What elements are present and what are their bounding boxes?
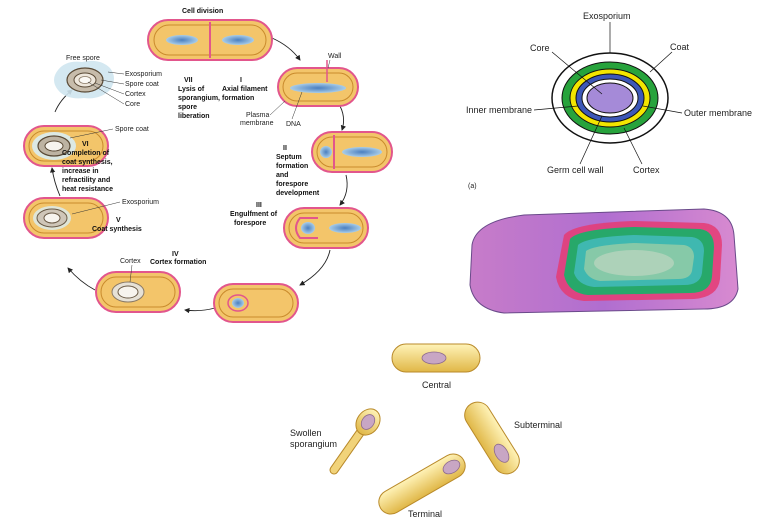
- sporulation-cycle-diagram: Cell division Wall I Axial filament form…: [23, 8, 393, 323]
- spore-coat-label: Spore coat: [125, 81, 159, 88]
- structure-core-label: Core: [530, 43, 550, 53]
- cycle-title: Cell division: [182, 8, 223, 15]
- stage-iii-iv-cell: [213, 283, 299, 323]
- structure-coat-label: Coat: [670, 42, 690, 52]
- stage-vii-label-c: spore: [178, 104, 197, 111]
- terminal-label: Terminal: [408, 509, 442, 519]
- stage-iii-number: III: [256, 202, 262, 209]
- free-spore-label: Free spore: [66, 55, 100, 62]
- structure-germ-cell-wall-label: Germ cell wall: [547, 165, 604, 175]
- stage-vii-number: VII: [184, 77, 193, 84]
- stage-vi-number: VI: [82, 141, 89, 148]
- stage-vi-label-e: heat resistance: [62, 186, 113, 193]
- stage-ii-label-a: Septum: [276, 154, 302, 161]
- stage-ii-label-c: and: [276, 172, 288, 179]
- stage-iii-label-b: forespore: [234, 220, 266, 227]
- spore-position-forms-diagram: Central Subterminal Swollen sporangium T…: [290, 343, 562, 519]
- stage-i-number: I: [240, 77, 242, 84]
- stage-iv-cell: [95, 271, 181, 313]
- structure-panel-label: (a): [468, 183, 477, 190]
- stage-vi-spore-coat-label: Spore coat: [115, 126, 149, 133]
- stage-v-label: Coat synthesis: [92, 226, 142, 233]
- structure-outer-membrane-label: Outer membrane: [684, 108, 752, 118]
- core-label: Core: [125, 101, 140, 108]
- spore-micrograph-image: [469, 208, 739, 314]
- plasma-membrane-label-b: membrane: [240, 120, 274, 127]
- cell-division-cell: [147, 19, 273, 61]
- subterminal-spore-cell: [464, 401, 520, 475]
- stage-iv-cortex-label: Cortex: [120, 258, 141, 265]
- terminal-spore-cell: [378, 453, 466, 515]
- cycle-arrows: [49, 37, 348, 314]
- wall-label: Wall: [328, 53, 342, 60]
- plasma-membrane-label-a: Plasma: [246, 112, 269, 119]
- stage-ii-cell: [311, 131, 393, 173]
- structure-exosporium-label: Exosporium: [583, 11, 631, 21]
- stage-iii-label-a: Engulfment of: [230, 211, 278, 218]
- swollen-label-b: sporangium: [290, 439, 337, 449]
- stage-ii-number: II: [283, 145, 287, 152]
- stage-ii-label-e: development: [276, 190, 320, 197]
- subterminal-label: Subterminal: [514, 420, 562, 430]
- stage-i-label-a: Axial filament: [222, 86, 268, 93]
- structure-inner-membrane-label: Inner membrane: [466, 105, 532, 115]
- cortex-label: Cortex: [125, 91, 146, 98]
- central-spore-cell: [391, 343, 481, 373]
- stage-vi-label-b: coat synthesis,: [62, 159, 113, 166]
- stage-v-number: V: [116, 217, 121, 224]
- dna-label: DNA: [286, 121, 301, 128]
- swollen-label-a: Swollen: [290, 428, 322, 438]
- stage-ii-label-b: formation: [276, 163, 308, 170]
- stage-iii-cell: [283, 207, 369, 249]
- stage-ii-label-d: forespore: [276, 181, 308, 188]
- free-spore: [54, 60, 114, 99]
- stage-vii-label-b: sporangium,: [178, 95, 220, 102]
- stage-vii-label-a: Lysis of: [178, 86, 205, 93]
- spore-rings: [551, 52, 669, 144]
- stage-v-cell: [23, 197, 109, 239]
- stage-vi-label-a: Completion of: [62, 150, 110, 157]
- central-label: Central: [422, 380, 451, 390]
- stage-vi-cell: [23, 125, 109, 167]
- swollen-sporangium-cell: [329, 408, 381, 475]
- stage-vii-label-d: liberation: [178, 113, 210, 120]
- spore-structure-diagram: Exosporium Core Coat Inner membrane Oute…: [466, 11, 752, 190]
- stage-i-label-b: formation: [222, 95, 254, 102]
- stage-iv-label: Cortex formation: [150, 259, 206, 266]
- structure-cortex-label: Cortex: [633, 165, 660, 175]
- stage-i-cell: [277, 60, 359, 107]
- stage-v-exosporium-label: Exosporium: [122, 199, 159, 206]
- exosporium-label: Exosporium: [125, 71, 162, 78]
- stage-vi-label-d: refractility and: [62, 177, 110, 184]
- stage-iv-number: IV: [172, 251, 179, 258]
- stage-vi-label-c: increase in: [62, 168, 99, 175]
- free-spore-leader-lines: [87, 71, 125, 105]
